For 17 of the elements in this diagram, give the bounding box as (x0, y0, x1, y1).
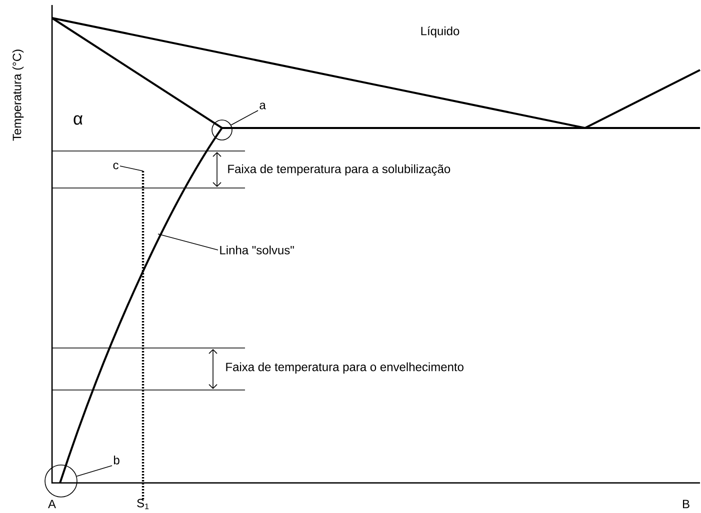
axis-label: S$_{1}$ (137, 498, 149, 510)
callout-text: b (114, 456, 120, 464)
region-label: Faixa de temperatura para o envelhecimento (226, 362, 464, 374)
leader-line (76, 465, 112, 477)
region-label: Líquido (421, 26, 460, 38)
leader-line (158, 234, 218, 250)
axis-title: Temperatura (°C) (12, 50, 24, 141)
point-circle (212, 120, 232, 140)
callout-text: a (260, 102, 266, 110)
leader-line (120, 166, 144, 172)
leader-line (230, 110, 258, 126)
region-label: Faixa de temperatura para a solubilização (228, 164, 450, 176)
callout-text: c (113, 162, 118, 170)
phase-label: α (74, 115, 82, 125)
axis-label: B (683, 500, 690, 508)
callout-text: Linha "solvus" (220, 246, 294, 254)
point-circle (44, 464, 78, 498)
